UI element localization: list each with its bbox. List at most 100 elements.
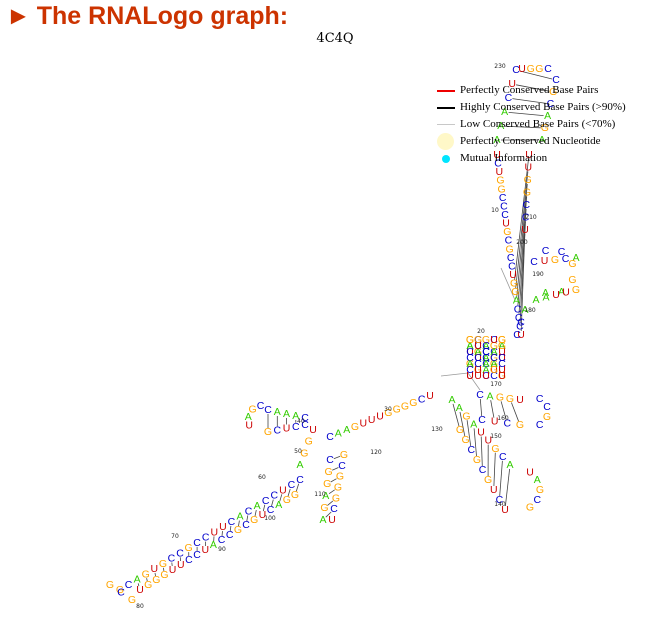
nucleotide-177: C — [476, 389, 484, 401]
legend-item-perfectly-conserved-base-pairs: Perfectly Conserved Base Pairs — [437, 82, 667, 99]
base-pair-bond — [519, 70, 553, 80]
nucleotide-200: U — [498, 352, 506, 364]
nucleotide-44: C — [522, 212, 530, 224]
legend-item-mutual-information: Mutual Information — [437, 150, 667, 167]
nucleotide-192: G — [474, 346, 482, 358]
base-pair-bond — [500, 401, 507, 420]
base-pair-bond — [221, 531, 223, 537]
nucleotide-53: G — [568, 258, 576, 270]
base-pair-bonds — [137, 70, 553, 587]
nucleotide-91: A — [322, 490, 329, 502]
nucleotide-80: G — [300, 447, 308, 459]
base-pair-bond — [254, 510, 257, 517]
nucleotide-190: G — [498, 334, 506, 346]
nucleotide-7: G — [510, 278, 518, 290]
base-pair-bond — [504, 125, 541, 129]
nucleotide-49: C — [562, 253, 570, 265]
nucleotide-249: C — [490, 352, 498, 364]
nucleotide-171: G — [484, 474, 492, 486]
nucleotide-54: G — [568, 274, 576, 286]
nucleotide-34: G — [549, 86, 557, 98]
gray-line-swatch-icon — [437, 124, 455, 125]
nucleotide-3: C — [515, 312, 523, 324]
nucleotide-39: U — [525, 149, 533, 161]
nucleotide-239: U — [490, 334, 498, 346]
nucleotide-36: A — [544, 110, 551, 122]
nucleotide-178: A — [486, 390, 493, 402]
nucleotide-90: G — [320, 502, 328, 514]
base-pair-bond — [146, 578, 148, 582]
nucleotide-40: U — [525, 162, 533, 174]
position-label: 120 — [370, 449, 382, 456]
nucleotide-87: C — [330, 503, 338, 515]
nucleotide-25: A — [501, 106, 508, 118]
nucleotide-223: A — [482, 364, 489, 376]
position-label: 180 — [524, 307, 536, 314]
nucleotide-126: U — [151, 563, 159, 575]
nucleotide-160: G — [491, 443, 499, 455]
nucleotide-81: A — [296, 459, 303, 471]
nucleotide-173: G — [473, 454, 481, 466]
nucleotide-109: C — [296, 474, 304, 486]
nucleotide-143: A — [210, 539, 217, 551]
nucleotide-62: A — [521, 304, 528, 316]
nucleotide-244: G — [490, 364, 498, 376]
base-pair-bond — [518, 208, 527, 314]
base-pair-bond — [499, 460, 503, 497]
nucleotide-205: A — [498, 340, 505, 352]
nucleotide-208: C — [482, 358, 490, 370]
nucleotide-15: C — [501, 209, 509, 221]
nucleotide-67: G — [409, 397, 417, 409]
base-pair-bond — [515, 171, 529, 289]
legend-label: Highly Conserved Base Pairs (>90%) — [460, 101, 626, 113]
nucleotide-222: C — [474, 358, 482, 370]
nucleotide-237: U — [474, 364, 482, 376]
nucleotide-226: A — [466, 340, 473, 352]
nucleotide-110: C — [288, 479, 296, 491]
nucleotide-209: U — [490, 364, 498, 376]
base-pair-bond — [512, 98, 547, 104]
nucleotide-165: G — [536, 484, 544, 496]
nucleotide-42: G — [523, 187, 531, 199]
base-pair-bond — [327, 500, 334, 506]
nucleotide-29: U — [518, 63, 526, 75]
nucleotide-248: C — [482, 346, 490, 358]
nucleotide-185: C — [536, 419, 544, 431]
nucleotide-78: U — [309, 424, 317, 436]
nucleotide-100: U — [245, 420, 253, 432]
nucleotide-211: G — [466, 334, 474, 346]
base-pair-bond — [479, 398, 483, 417]
nucleotide-93: G — [325, 466, 333, 478]
nucleotide-155: A — [456, 402, 463, 414]
base-pair-bond — [333, 455, 341, 460]
base-pair-bond — [154, 572, 156, 577]
nucleotide-89: A — [319, 514, 326, 526]
nucleotide-59: U — [552, 289, 560, 301]
legend-item-low-conserved-base-pairs: Low Conserved Base Pairs (<70%) — [437, 116, 667, 133]
nucleotide-188: U — [491, 416, 499, 428]
nucleotide-16: C — [500, 200, 508, 212]
nucleotide-245: U — [498, 370, 506, 382]
nucleotide-105: A — [274, 406, 281, 418]
nucleotide-149: U — [259, 509, 267, 521]
nucleotide-37: G — [541, 122, 549, 134]
nucleotide-12: C — [505, 235, 513, 247]
nucleotide-51: C — [542, 245, 550, 257]
nucleotide-101: A — [245, 411, 252, 423]
nucleotide-150: C — [267, 504, 275, 516]
nucleotide-70: G — [384, 407, 392, 419]
nucleotide-207: U — [474, 352, 482, 364]
base-pair-bond — [279, 494, 283, 502]
base-pair-bond — [516, 183, 528, 297]
nucleotide-187: C — [504, 417, 512, 429]
nucleotide-214: G — [490, 352, 498, 364]
nucleotide-129: C — [125, 579, 133, 591]
nucleotide-45: U — [521, 224, 529, 236]
nucleotide-180: G — [506, 393, 514, 405]
nucleotide-69: G — [393, 404, 401, 416]
nucleotide-21: C — [494, 158, 502, 170]
base-pair-bond — [493, 452, 496, 487]
nucleotide-201: G — [466, 358, 474, 370]
nucleotide-108: C — [301, 412, 309, 424]
base-pair-bond — [505, 468, 510, 507]
